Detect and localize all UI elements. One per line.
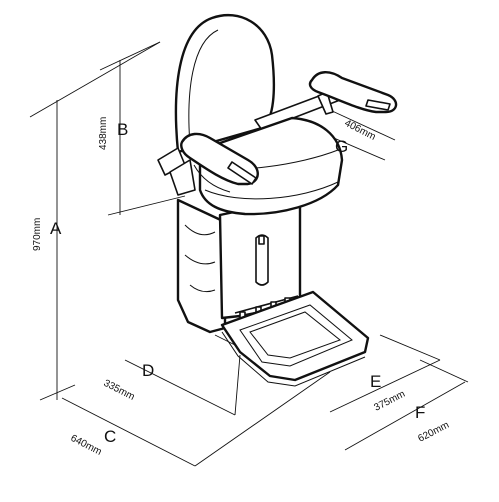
dim-g-letter: G: [335, 137, 348, 156]
dim-f-letter: F: [415, 403, 425, 422]
seat-back-contour: [188, 29, 219, 146]
dim-e-letter: E: [370, 372, 381, 391]
dim-d-right-ext: [234, 354, 241, 416]
footrest-inner-rim: [239, 304, 353, 367]
dim-d-letter: D: [142, 361, 154, 380]
dim-e-top-ext: [379, 334, 441, 361]
stairlift-illustration: [157, 13, 398, 387]
dim-d-line: [124, 359, 236, 416]
dim-a-top-ext: [29, 41, 161, 118]
dim-a-bottom-ext: [39, 384, 76, 401]
dim-e-line: [329, 359, 441, 413]
dim-g-top-ext: [329, 109, 396, 141]
dim-a-value: 970mm: [32, 218, 43, 251]
carriage-left-housing: [176, 198, 227, 334]
left-armrest-control: [227, 161, 257, 185]
dim-c-right-ext: [194, 371, 331, 467]
footrest-pad: [249, 311, 342, 359]
dim-a-letter: A: [50, 219, 62, 238]
left-armrest-side: [193, 164, 231, 193]
dim-f-line: [344, 381, 466, 451]
dim-b-bottom-ext: [107, 195, 186, 216]
seat-cushion-edge: [204, 181, 339, 200]
carriage-left-folds: [184, 224, 216, 293]
dim-b-letter: B: [117, 120, 128, 139]
dim-e-value: 375mm: [372, 389, 407, 414]
footrest-plate: [220, 290, 370, 382]
dim-d-value: 335mm: [102, 378, 137, 403]
dimension-lines: [29, 41, 469, 467]
dim-f-top-ext: [419, 359, 469, 383]
dim-b-top-ext: [99, 41, 161, 71]
dim-f-value: 620mm: [416, 420, 451, 445]
left-arm-bracket: [169, 159, 196, 196]
dim-c-letter: C: [104, 427, 116, 446]
footrest-edge: [221, 331, 366, 387]
dim-d-top-ext: [214, 334, 236, 346]
dim-c-value: 640mm: [69, 433, 104, 458]
right-armrest-control: [365, 99, 391, 111]
carriage-indicator: [258, 235, 265, 245]
dim-b-value: 438mm: [98, 117, 109, 150]
dim-c-line: [61, 397, 196, 467]
